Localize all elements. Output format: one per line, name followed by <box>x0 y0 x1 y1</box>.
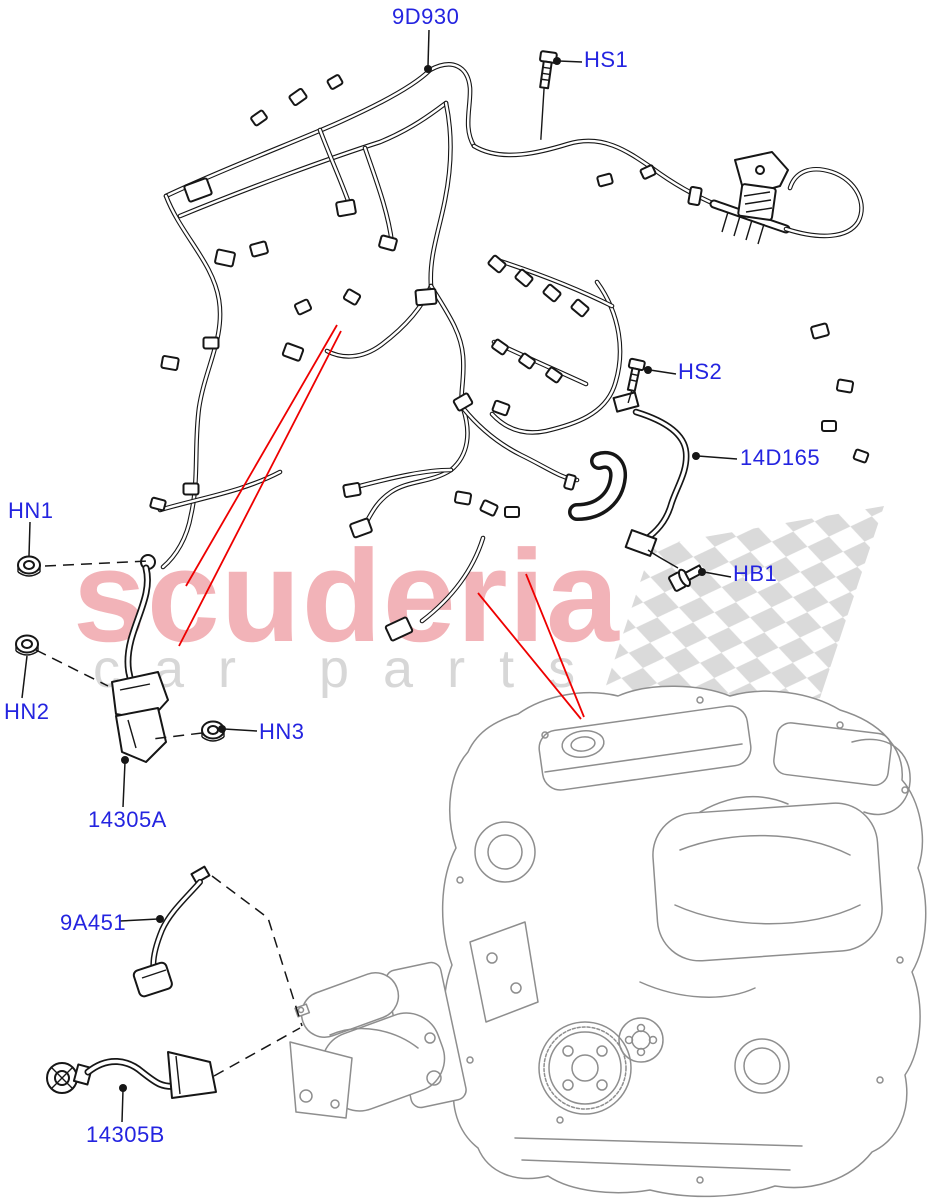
harness-connector <box>249 240 269 258</box>
harness-connector <box>545 366 563 384</box>
harness-connector <box>639 164 657 180</box>
harness-connector <box>281 342 305 362</box>
harness-connector <box>542 283 562 303</box>
harness-connector <box>479 499 499 517</box>
label-leader-lines <box>21 29 738 1123</box>
part-label-14305b: 14305B <box>86 1122 165 1147</box>
harness-connector <box>563 473 577 491</box>
harness-connector <box>378 234 398 252</box>
ground-cable-14305a <box>111 554 169 763</box>
cable-14305b <box>46 1051 217 1099</box>
part-label-9a451: 9A451 <box>60 910 127 935</box>
part-label-14d165: 14D165 <box>740 445 821 470</box>
part-label-hs2: HS2 <box>678 359 723 384</box>
harness-connector <box>852 448 870 464</box>
harness-connector <box>342 288 362 306</box>
bolt-hs1-icon <box>539 50 558 140</box>
part-label-hb1: HB1 <box>733 561 778 586</box>
harness-connector <box>570 298 590 318</box>
brand-watermark: scuderia car parts <box>73 522 620 699</box>
harness-connector <box>518 352 536 370</box>
part-label-hn1: HN1 <box>8 498 54 523</box>
harness-connector <box>414 287 438 307</box>
harness-connector <box>687 185 703 207</box>
harness-connector <box>342 482 362 498</box>
checkered-flag-watermark <box>588 506 884 740</box>
harness-connector <box>288 87 308 107</box>
harness-drawing <box>149 62 870 642</box>
harness-connector <box>335 198 357 218</box>
starter-motor-drawing <box>289 961 467 1119</box>
bolt-hs2-icon <box>626 357 646 404</box>
part-label-hn2: HN2 <box>4 699 50 724</box>
harness-connector <box>214 248 236 268</box>
harness-connector <box>821 420 837 432</box>
harness-connector <box>349 517 373 539</box>
harness-connector <box>504 506 520 518</box>
harness-connector <box>202 336 220 350</box>
watermark-brand-text: scuderia <box>73 522 620 669</box>
harness-connector <box>250 109 268 127</box>
red-pointer-lines <box>178 324 585 720</box>
cable-14d165 <box>612 391 690 569</box>
harness-connector <box>326 74 344 90</box>
part-label-14305a: 14305A <box>88 807 167 832</box>
harness-connector <box>453 490 473 506</box>
harness-connector <box>384 616 414 642</box>
harness-connector <box>182 482 200 496</box>
cable-9a451 <box>132 865 211 998</box>
harness-connector <box>293 298 313 316</box>
watermark-tagline-text: car parts <box>93 639 609 699</box>
bolt-hb1-icon <box>668 564 705 592</box>
part-label-hs1: HS1 <box>584 47 629 72</box>
harness-connector <box>452 392 474 412</box>
harness-connector <box>514 268 534 288</box>
engine-drawing <box>441 685 927 1198</box>
nut-hn2-icon <box>15 634 39 656</box>
harness-connector <box>149 496 167 512</box>
part-label-hn3: HN3 <box>259 719 305 744</box>
part-label-9d930: 9D930 <box>392 4 460 29</box>
dashed-leader-lines <box>35 560 303 1077</box>
harness-connector <box>491 399 511 417</box>
harness-connector <box>487 254 507 274</box>
harness-connector <box>183 177 213 203</box>
harness-connector <box>835 378 855 394</box>
harness-connector <box>160 355 180 371</box>
harness-connector <box>491 338 509 356</box>
harness-connector <box>810 322 830 340</box>
harness-connector <box>596 172 614 188</box>
nut-hn1-icon <box>17 555 41 577</box>
